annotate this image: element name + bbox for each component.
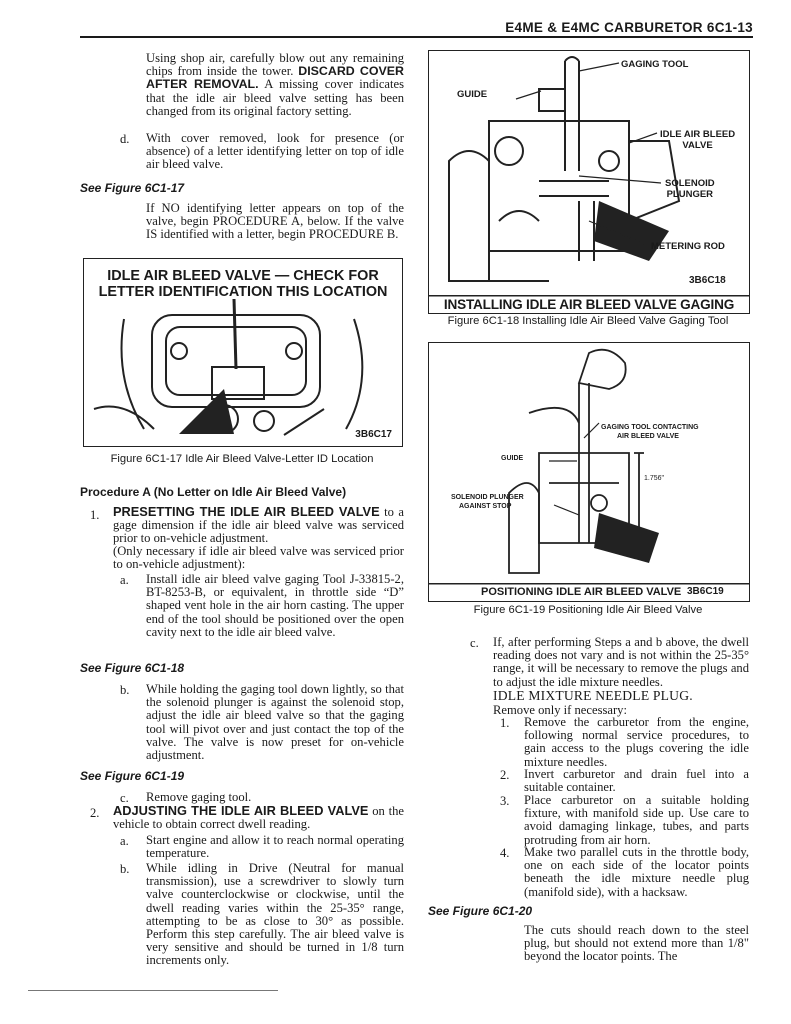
right-item-1-text: Remove the carburetor from the engine, f…	[524, 715, 749, 769]
intro-bold: DISCARD COVER AFTER REMOVAL.	[146, 64, 404, 92]
intro-text: Using shop air, carefully blow out any r…	[146, 51, 404, 79]
intro-paragraph: Using shop air, carefully blow out any r…	[146, 51, 404, 118]
label-solenoid-stop-line1: SOLENOID PLUNGER	[451, 494, 524, 501]
figure-19-caption: Figure 6C1-19 Positioning Idle Air Bleed…	[473, 604, 703, 616]
figure-6c1-17: IDLE AIR BLEED VALVE — CHECK FOR LETTER …	[83, 258, 403, 447]
figure-17-caption: Figure 6C1-17 Idle Air Bleed Valve-Lette…	[110, 453, 374, 465]
figure-17-title: IDLE AIR BLEED VALVE — CHECK FOR LETTER …	[84, 268, 402, 300]
figure-19-banner: POSITIONING IDLE AIR BLEED VALVE	[481, 586, 682, 598]
label-solenoid-stop-line2: AGAINST STOP	[459, 503, 512, 510]
step-a-marker: a.	[120, 573, 129, 587]
right-step-c-marker: c.	[470, 636, 479, 650]
step-b-text: While holding the gaging tool down light…	[146, 682, 404, 763]
step-c-marker: c.	[120, 791, 129, 805]
right-item-2-text: Invert carburetor and drain fuel into a …	[524, 767, 749, 795]
step-a-text: Install idle air bleed valve gaging Tool…	[146, 572, 404, 639]
step-d-text: With cover removed, look for presence (o…	[146, 131, 404, 172]
step-2-marker: 2.	[90, 806, 100, 820]
header-rule	[80, 36, 753, 38]
right-item-4-marker: 4.	[500, 846, 510, 860]
step-1-marker: 1.	[90, 508, 100, 522]
procedure-a-heading: Procedure A (No Letter on Idle Air Bleed…	[80, 485, 347, 499]
label-contact-line2: AIR BLEED VALVE	[617, 433, 679, 440]
right-item-2-marker: 2.	[500, 768, 510, 782]
right-step-c-text: If, after performing Steps a and b above…	[493, 635, 749, 689]
label-solenoid-line2: PLUNGER	[666, 189, 714, 200]
label-solenoid-plunger: SOLENOID PLUNGER	[665, 178, 715, 200]
see-figure-18: See Figure 6C1-18	[80, 661, 185, 675]
label-gaging-tool-contacting: GAGING TOOL CONTACTING AIR BLEED VALVE	[601, 423, 699, 441]
label-solenoid-against-stop: SOLENOID PLUNGER AGAINST STOP	[451, 493, 524, 511]
final-paragraph: The cuts should reach down to the steel …	[524, 923, 749, 964]
figure-17-title-line1: IDLE AIR BLEED VALVE — CHECK FOR	[107, 268, 379, 284]
label-metering-rod: METERING ROD	[651, 241, 725, 252]
step-1-rest: to a gage dimension if the idle air blee…	[113, 505, 404, 546]
label-idle-air-bleed-valve: IDLE AIR BLEED VALVE	[660, 129, 735, 151]
see-figure-17: See Figure 6C1-17	[80, 181, 185, 195]
idle-mixture-heading: IDLE MIXTURE NEEDLE PLUG.	[493, 688, 693, 703]
figure-18-code: 3B6C18	[689, 275, 726, 286]
step-1-bold: PRESETTING THE IDLE AIR BLEED VALVE	[113, 504, 380, 519]
figure-17-code: 3B6C17	[355, 429, 392, 440]
page-header-title: E4ME & E4MC CARBURETOR 6C1-13	[505, 20, 753, 35]
figure-18-illustration	[429, 56, 749, 297]
if-paragraph: If NO identifying letter appears on top …	[146, 201, 404, 242]
footer-rule	[28, 990, 278, 991]
figure-19-illustration	[429, 348, 749, 585]
remove-only-text: Remove only if necessary:	[493, 703, 627, 717]
step-2-bold: ADJUSTING THE IDLE AIR BLEED VALVE	[113, 803, 369, 818]
label-guide-19: GUIDE	[501, 455, 524, 462]
label-dimension: 1.756"	[644, 475, 665, 482]
figure-6c1-19: GAGING TOOL CONTACTING AIR BLEED VALVE G…	[428, 342, 750, 602]
see-figure-19: See Figure 6C1-19	[80, 769, 185, 783]
right-item-1-marker: 1.	[500, 716, 510, 730]
label-gaging-tool: GAGING TOOL	[621, 59, 689, 70]
figure-19-code: 3B6C19	[687, 586, 724, 597]
label-idle-air-bleed-line2: VALVE	[682, 140, 713, 151]
step-d-marker: d.	[120, 132, 130, 146]
figure-17-illustration	[93, 298, 364, 436]
right-item-3-marker: 3.	[500, 794, 510, 808]
figure-17-title-line2: LETTER IDENTIFICATION THIS LOCATION	[98, 284, 388, 300]
step-2a-marker: a.	[120, 834, 129, 848]
label-guide: GUIDE	[457, 89, 488, 100]
figure-6c1-18: GAGING TOOL GUIDE IDLE AIR BLEED VALVE S…	[428, 50, 750, 314]
see-figure-20: See Figure 6C1-20	[428, 904, 533, 918]
step-2b-text: While idling in Drive (Neutral for manua…	[146, 861, 404, 968]
label-contact-line1: GAGING TOOL CONTACTING	[601, 424, 699, 431]
step-2a-text: Start engine and allow it to reach norma…	[146, 833, 404, 861]
step-2b-marker: b.	[120, 862, 130, 876]
figure-18-caption: Figure 6C1-18 Installing Idle Air Bleed …	[447, 315, 729, 327]
right-item-4-text: Make two parallel cuts in the throttle b…	[524, 845, 749, 899]
step-1-note: (Only necessary if idle air bleed valve …	[113, 544, 404, 572]
figure-18-banner: INSTALLING IDLE AIR BLEED VALVE GAGING T…	[443, 297, 735, 313]
step-1-paragraph: PRESETTING THE IDLE AIR BLEED VALVE to a…	[113, 505, 404, 546]
step-c-text: Remove gaging tool.	[146, 790, 252, 804]
intro-rest: A missing cover indicates that the idle …	[146, 77, 404, 118]
step-2-rest: on the vehicle to obtain correct dwell r…	[113, 804, 404, 832]
label-solenoid-line1: SOLENOID	[665, 178, 715, 189]
right-item-3-text: Place carburetor on a suitable holding f…	[524, 793, 749, 847]
step-b-marker: b.	[120, 683, 130, 697]
step-2-paragraph: ADJUSTING THE IDLE AIR BLEED VALVE on th…	[113, 804, 404, 831]
label-idle-air-bleed-line1: IDLE AIR BLEED	[660, 129, 736, 140]
